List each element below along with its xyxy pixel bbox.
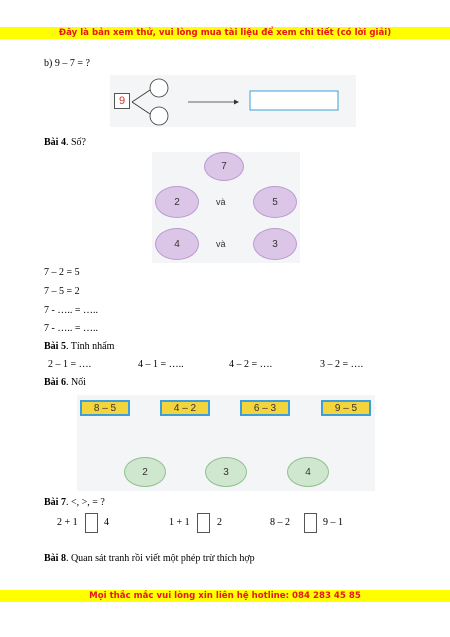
row1-and: và	[216, 197, 226, 207]
bubble-row2-left: 4	[155, 228, 199, 260]
bai4-label: . Số?	[65, 137, 86, 148]
bai5-item-2: 4 – 1 = …..	[138, 359, 184, 370]
number-bond-diagram	[131, 78, 339, 126]
bai4-picture: 7 2 và 5 4 và 3	[152, 152, 300, 263]
bai7-title: Bài 7	[44, 497, 66, 508]
bai7-item-3-left: 8 – 2	[270, 517, 290, 528]
bubble-top: 7	[204, 152, 244, 181]
compare-box-2[interactable]	[197, 513, 210, 533]
card-2[interactable]: 4 – 2	[160, 400, 210, 416]
bubble-row1-left: 2	[155, 186, 199, 218]
bai8-label: . Quan sát tranh rồi viết một phép trừ t…	[65, 553, 255, 564]
bai4-line-1: 7 – 2 = 5	[44, 267, 80, 278]
bai6-heading: Bài 6. Nối	[44, 377, 86, 389]
preview-notice-banner: Đây là bản xem thử, vui lòng mua tài liệ…	[0, 27, 450, 39]
green-circle-1[interactable]: 2	[124, 457, 166, 487]
card-4[interactable]: 9 – 5	[321, 400, 371, 416]
part-b-question: b) 9 – 7 = ?	[44, 58, 90, 69]
bai7-item-2-right: 2	[217, 517, 222, 528]
bai5-item-4: 3 – 2 = ….	[320, 359, 364, 370]
bai5-label: . Tính nhẩm	[65, 341, 115, 352]
bai5-heading: Bài 5. Tính nhẩm	[44, 341, 114, 353]
bai5-item-3: 4 – 2 = ….	[229, 359, 273, 370]
bai8-heading: Bài 8. Quan sát tranh rồi viết một phép …	[44, 553, 255, 565]
bai4-line-3: 7 - ….. = …..	[44, 305, 98, 316]
bai4-title: Bài 4	[44, 137, 66, 148]
bai7-label: . <, >, = ?	[65, 497, 105, 508]
bai7-item-1-right: 4	[104, 517, 109, 528]
bai7-item-1-left: 2 + 1	[57, 517, 78, 528]
bai6-label: . Nối	[65, 377, 86, 388]
number-bond-panel: 9	[110, 75, 356, 127]
bai6-picture: 8 – 5 4 – 2 6 – 3 9 – 5 2 3 4	[77, 395, 375, 491]
compare-box-3[interactable]	[304, 513, 317, 533]
green-circle-2[interactable]: 3	[205, 457, 247, 487]
number-nine-box: 9	[114, 93, 130, 109]
bai5-item-1: 2 – 1 = ….	[48, 359, 92, 370]
row2-and: và	[216, 239, 226, 249]
compare-box-1[interactable]	[85, 513, 98, 533]
card-1[interactable]: 8 – 5	[80, 400, 130, 416]
green-circle-3[interactable]: 4	[287, 457, 329, 487]
card-3[interactable]: 6 – 3	[240, 400, 290, 416]
bai6-title: Bài 6	[44, 377, 66, 388]
bai8-title: Bài 8	[44, 553, 66, 564]
bai7-heading: Bài 7. <, >, = ?	[44, 497, 105, 509]
bai4-line-4: 7 - ….. = …..	[44, 323, 98, 334]
bai7-item-3-right: 9 – 1	[323, 517, 343, 528]
bubble-row1-right: 5	[253, 186, 297, 218]
bai4-line-2: 7 – 5 = 2	[44, 286, 80, 297]
bai4-heading: Bài 4. Số?	[44, 137, 86, 149]
hotline-footer-banner: Mọi thắc mắc vui lòng xin liên hệ hotlin…	[0, 590, 450, 602]
bubble-row2-right: 3	[253, 228, 297, 260]
bai7-item-2-left: 1 + 1	[169, 517, 190, 528]
bai5-title: Bài 5	[44, 341, 66, 352]
